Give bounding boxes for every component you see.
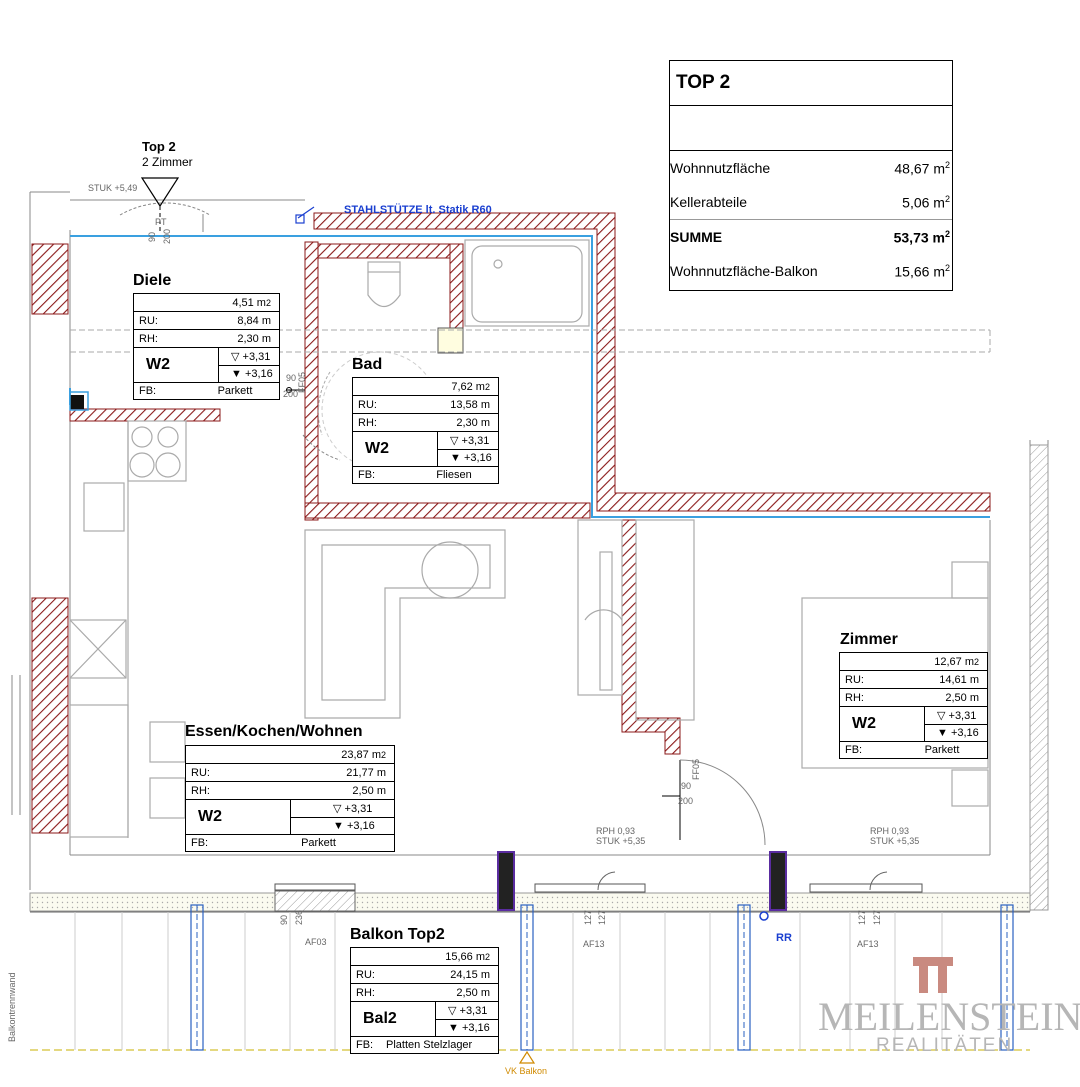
beam-note: STAHLSTÜTZE lt. Statik R60 [344,204,492,216]
room-title-zimmer: Zimmer [840,631,898,648]
room-title-balkon: Balkon Top2 [350,926,445,943]
door-dim-height: 200 [678,796,694,806]
pt-label: PT [155,217,167,227]
bathroom-fixtures [367,239,590,327]
room-title-ekw: Essen/Kochen/Wohnen [185,723,363,740]
hatched-walls [31,212,991,834]
logo-mark-icon [913,957,953,993]
vk-balkon-tag: VK Balkon [505,1066,548,1076]
living-furniture [304,519,623,719]
window-dim-af03-b: 236 [294,909,304,925]
rph-tag-2: RPH 0,93 [870,826,910,836]
kitchen-furniture [69,420,187,838]
window-dim-af13b-a: 127 [857,909,867,925]
unit-title: Top 2 [142,139,176,154]
window-tag-af03: AF03 [305,937,327,947]
stuk-label: STUK +5,49 [88,183,138,193]
meilenstein-logo: MEILENSTEIN REALITÄTEN [818,955,1080,1056]
summary-title: TOP 2 [670,61,952,106]
window-tag-af13-b: AF13 [857,939,879,949]
window-tag-af13-a: AF13 [583,939,605,949]
rr-tag: RR [776,932,792,944]
door-dim-width: 90 [681,781,692,791]
door-dim-width-diele: 90 [286,373,297,383]
window-dim-af13b-b: 127 [872,909,882,925]
logo-name: MEILENSTEIN [818,994,1080,1039]
entry-dim-width: 90 [147,231,157,242]
balcony-deck [74,912,943,1050]
logo-subtitle: REALITÄTEN [876,1035,1014,1056]
stuk-tag-2: STUK +5,35 [870,836,920,846]
door-dim-height-diele: 200 [283,389,299,399]
window-dim-af13a-b: 127 [597,909,607,925]
room-title-bad: Bad [352,356,383,373]
stuk-tag-1: STUK +5,35 [596,836,646,846]
door-dim-code-diele: FF05 [297,371,307,393]
window-dim-af03-a: 90 [279,914,289,925]
window-dim-af13a-a: 127 [583,909,593,925]
unit-subtitle: 2 Zimmer [142,155,193,169]
entry-dim-height: 200 [162,228,172,244]
room-title-diele: Diele [133,272,172,289]
balkontrennwand-tag: Balkontrennwand [7,972,17,1042]
bedroom-furniture [635,519,989,807]
rph-tag-1: RPH 0,93 [596,826,636,836]
door-dim-code: FF05 [691,758,701,780]
